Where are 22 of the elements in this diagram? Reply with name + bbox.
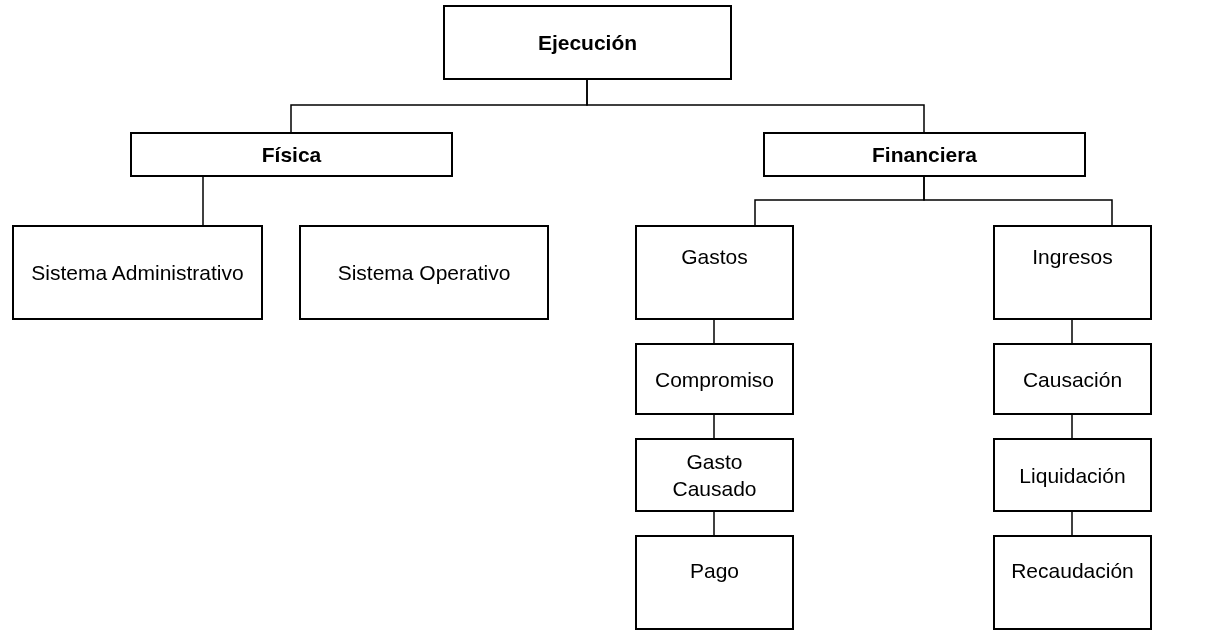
org-box: Financiera <box>763 132 1086 177</box>
org-box: Ingresos <box>993 225 1152 320</box>
connector-line <box>1071 319 1073 344</box>
connector-line <box>202 176 204 226</box>
org-box: Compromiso <box>635 343 794 415</box>
connector-line <box>586 79 925 133</box>
org-box: Recaudación <box>993 535 1152 630</box>
connector-line <box>923 176 1113 226</box>
connector-line <box>1071 414 1073 439</box>
org-box: Sistema Administrativo <box>12 225 263 320</box>
org-box: Gastos <box>635 225 794 320</box>
connector-line <box>713 414 715 439</box>
org-box: Ejecución <box>443 5 732 80</box>
org-box: Liquidación <box>993 438 1152 512</box>
org-box: Pago <box>635 535 794 630</box>
org-box: Física <box>130 132 453 177</box>
org-box: Gasto Causado <box>635 438 794 512</box>
org-box: Causación <box>993 343 1152 415</box>
connector-line <box>713 319 715 344</box>
org-box: Sistema Operativo <box>299 225 549 320</box>
connector-line <box>1071 511 1073 536</box>
connector-line <box>713 511 715 536</box>
